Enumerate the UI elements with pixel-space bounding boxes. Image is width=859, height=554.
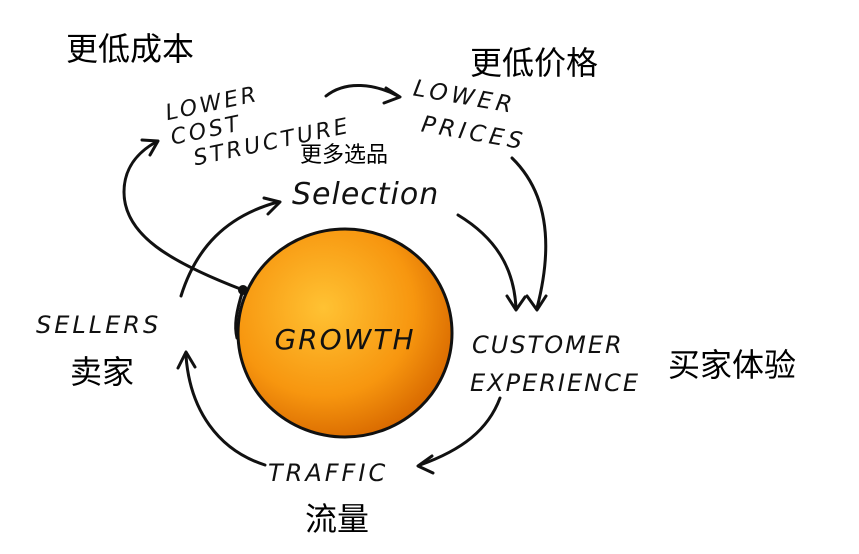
selection-node: 更多选品 Selection (292, 143, 439, 212)
lower-prices-node: 更低价格 LOWER PRICES (411, 44, 598, 155)
arrow-sellers-to-selection (179, 200, 280, 298)
junction-dot (238, 285, 248, 295)
customer-experience-node: CUSTOMER EXPERIENCE 买家体验 (470, 331, 796, 397)
selection-cn: 更多选品 (300, 143, 388, 168)
growth-circle (236, 227, 454, 439)
flywheel-arrows (122, 83, 548, 475)
lower-prices-cn: 更低价格 (470, 44, 598, 82)
arrow-growth-to-cost (122, 140, 245, 292)
sellers-cn: 卖家 (70, 353, 134, 391)
traffic-cn: 流量 (305, 500, 369, 538)
lower-cost-cn: 更低成本 (66, 30, 194, 68)
customer-experience-cn: 买家体验 (668, 346, 796, 384)
traffic-label: TRAFFIC (268, 459, 388, 487)
sellers-label: SELLERS (36, 311, 161, 339)
growth-node: GROWTH (236, 227, 454, 439)
arrow-prices-to-experience (510, 156, 548, 310)
selection-label: Selection (292, 177, 439, 212)
growth-attachment-line (234, 288, 245, 340)
customer-experience-line-2: EXPERIENCE (470, 369, 640, 397)
customer-experience-line-1: CUSTOMER (472, 331, 624, 359)
growth-label: GROWTH (274, 323, 415, 356)
sellers-node: SELLERS 卖家 (36, 311, 161, 391)
arrow-traffic-to-sellers (184, 354, 267, 467)
arrow-selection-to-experience (456, 213, 518, 310)
traffic-node: TRAFFIC 流量 (268, 459, 388, 538)
arrow-experience-to-traffic (418, 396, 502, 467)
